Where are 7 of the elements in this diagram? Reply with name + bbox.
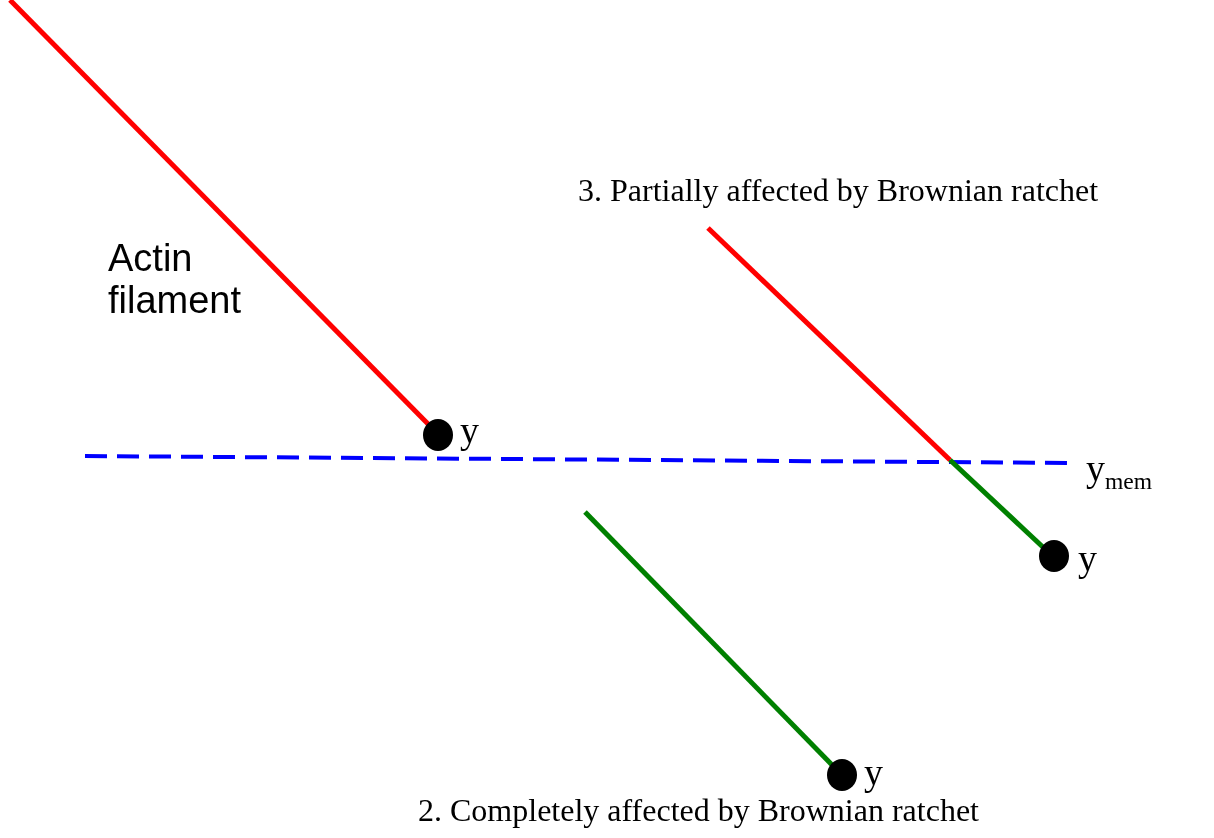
filament-label: Actin filament [108, 238, 243, 322]
position-label: y [1078, 538, 1098, 580]
annotation-text: 2. Completely affected by Brownian ratchet [418, 793, 980, 829]
position-label: y [864, 752, 884, 794]
position-label: y [460, 410, 480, 452]
membrane-label: y$_{mem}$ [1086, 448, 1154, 496]
annotation-text: 3. Partially affected by Brownian ratchet [578, 173, 1100, 209]
